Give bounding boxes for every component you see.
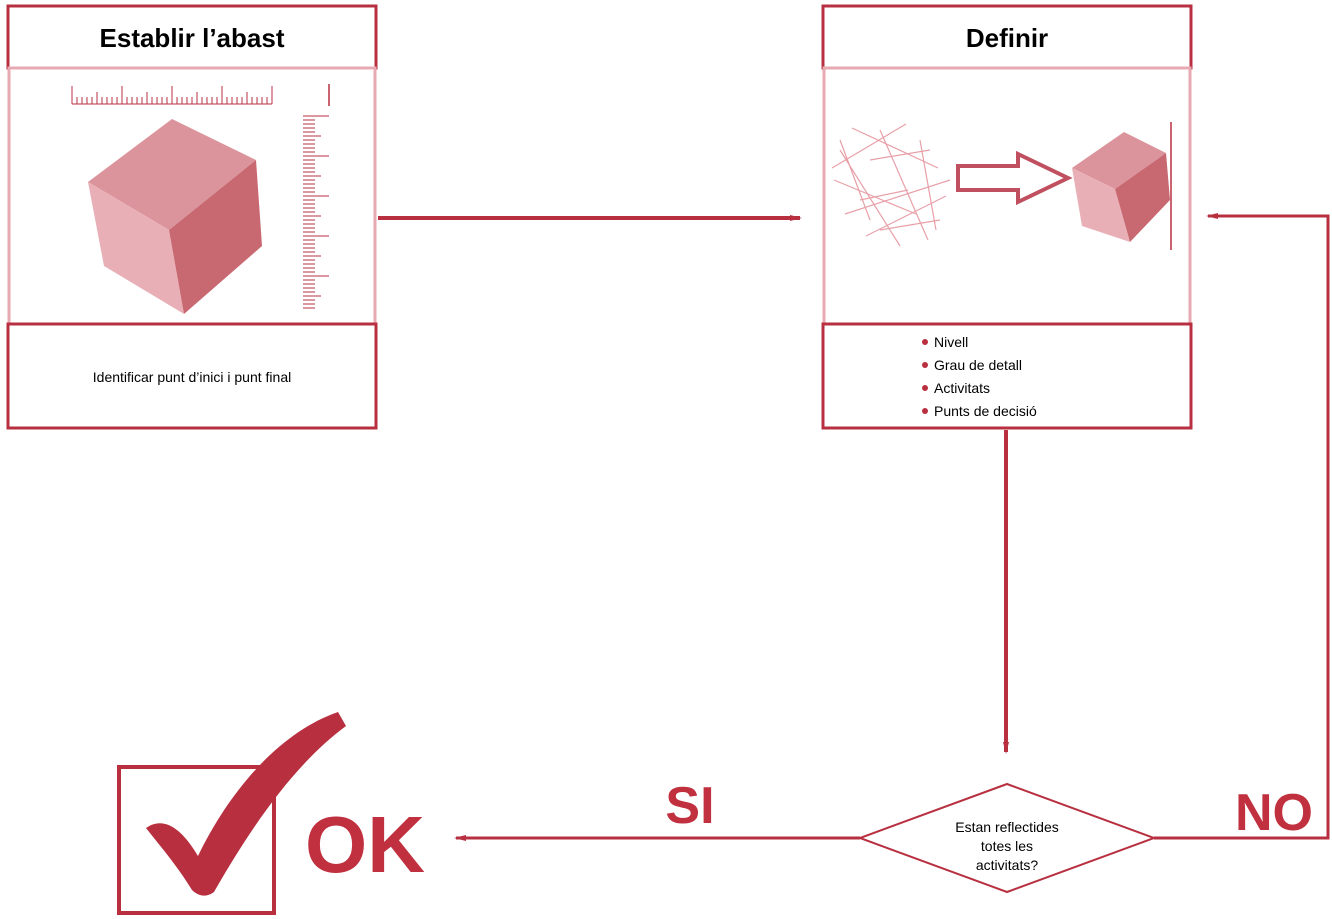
step2-title: Definir xyxy=(966,23,1048,53)
branch-yes-label: SI xyxy=(665,777,714,835)
bullet-item: Punts de decisió xyxy=(934,403,1037,419)
bullet-item: Grau de detall xyxy=(934,357,1022,373)
checkmark-icon xyxy=(146,712,346,896)
wireframe-to-cube-icon xyxy=(831,122,1172,250)
step1-description: Identificar punt d’inici i punt final xyxy=(93,369,291,385)
step2-bullet-list: Nivell Grau de detall Activitats Punts d… xyxy=(922,334,1037,419)
decision-question-line: Estan reflectides xyxy=(955,819,1059,835)
arrow-no-loop xyxy=(1154,213,1330,840)
cube-measure-icon xyxy=(71,84,330,314)
step1-title: Establir l’abast xyxy=(100,23,285,53)
horizontal-ruler-icon xyxy=(71,86,273,104)
decision-question-line: totes les xyxy=(981,838,1033,854)
arrow-right-icon xyxy=(956,150,1073,206)
decision-question-line: activitats? xyxy=(976,857,1038,873)
connector-arrows xyxy=(378,213,1330,841)
vertical-ruler-icon xyxy=(303,115,329,309)
ok-label: OK xyxy=(305,800,425,889)
decision-diamond: Estan reflectides totes les activitats? xyxy=(857,782,1157,894)
bullet-item: Activitats xyxy=(934,380,990,396)
bullet-item: Nivell xyxy=(934,334,968,350)
wireframe-icon xyxy=(831,123,951,247)
ok-result: OK xyxy=(117,712,425,915)
branch-no-label: NO xyxy=(1235,784,1313,842)
